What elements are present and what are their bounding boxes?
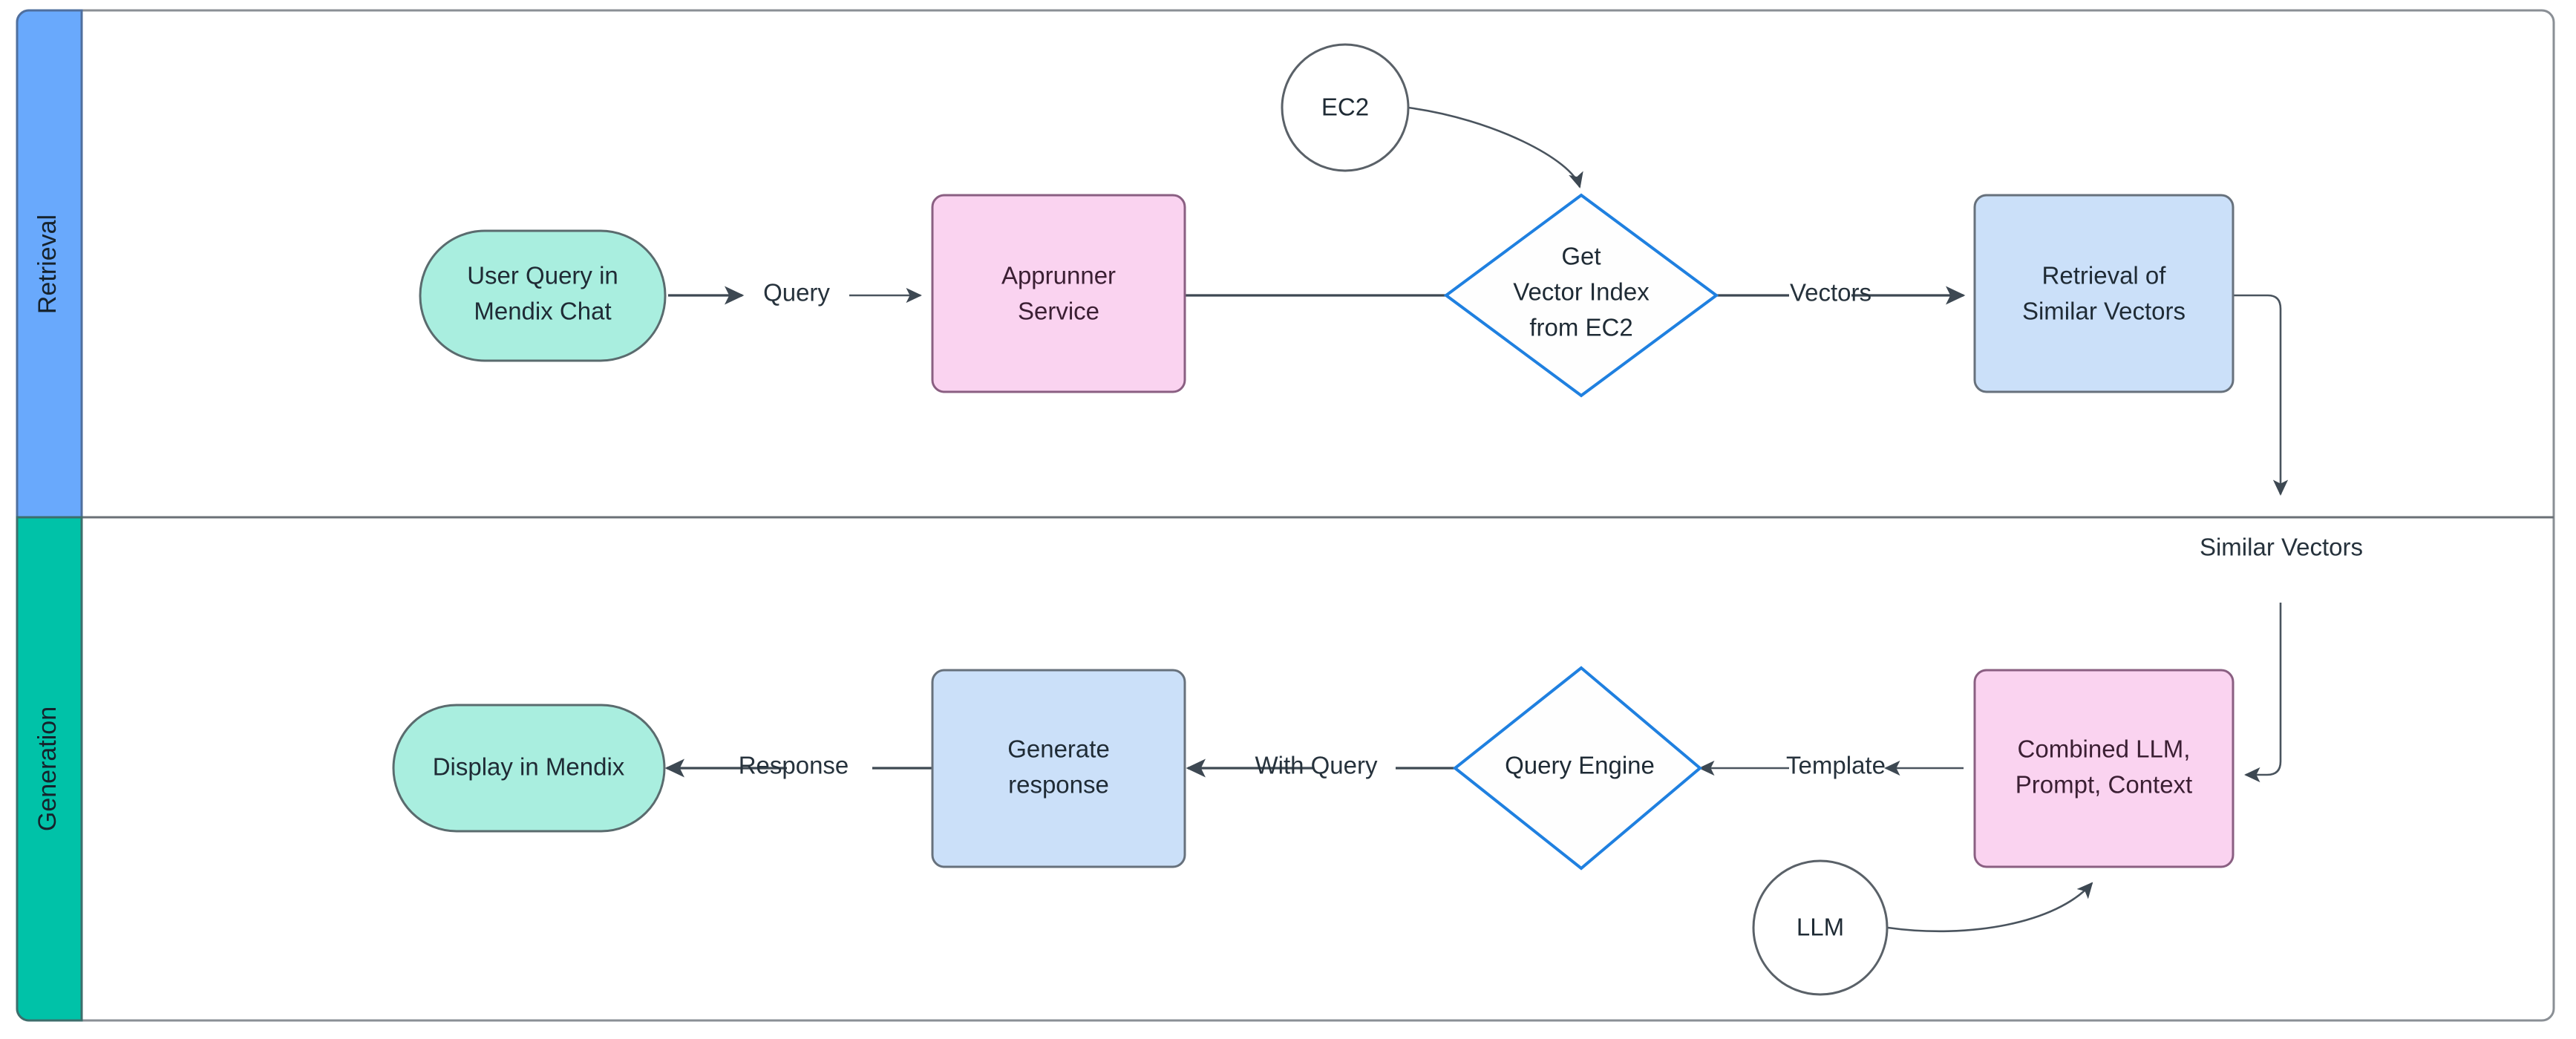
edge-label-with-query: With Query <box>1255 752 1378 779</box>
diagram-frame <box>16 9 2555 1022</box>
edge-label-response: Response <box>739 752 849 779</box>
edge-label-vectors: Vectors <box>1790 279 1871 307</box>
node-generate-response[interactable]: Generate response <box>931 669 1186 868</box>
node-combined-label-line2: Prompt, Context <box>2016 771 2192 799</box>
node-query-engine[interactable]: Query Engine <box>1452 666 1703 871</box>
node-combined-label-line1: Combined LLM, <box>2018 735 2191 763</box>
lane-header-retrieval: Retrieval <box>16 9 83 519</box>
node-get-vector-index[interactable]: Get Vector Index from EC2 <box>1443 193 1719 398</box>
node-llm-label: LLM <box>1797 914 1844 941</box>
node-apprunner-label-line1: Apprunner <box>1001 262 1116 289</box>
node-retrieval-label-line1: Retrieval of <box>2042 262 2167 289</box>
node-generate-label-line1: Generate <box>1007 735 1110 763</box>
edge-label-similar-vectors: Similar Vectors <box>2200 534 2363 561</box>
lane-label-retrieval: Retrieval <box>33 214 62 314</box>
lane-label-generation: Generation <box>33 707 62 831</box>
node-generate-label-line2: response <box>1008 771 1109 799</box>
node-llm[interactable]: LLM <box>1752 859 1889 996</box>
edge-ec2-to-get-vector-index <box>1408 106 1583 189</box>
node-get-vector-index-label-line3: from EC2 <box>1529 314 1632 341</box>
node-user-query-label-line2: Mendix Chat <box>474 298 611 325</box>
node-get-vector-index-label-line1: Get <box>1561 243 1601 270</box>
node-user-query[interactable]: User Query in Mendix Chat <box>419 229 667 362</box>
node-apprunner-label-line2: Service <box>1018 298 1099 325</box>
node-apprunner-service[interactable]: Apprunner Service <box>931 194 1186 393</box>
node-user-query-label-line1: User Query in <box>467 262 618 289</box>
node-retrieval-similar-vectors[interactable]: Retrieval of Similar Vectors <box>1973 194 2235 393</box>
edge-label-query: Query <box>763 279 830 307</box>
edge-retrieval-to-combined: Similar Vectors <box>2200 294 2363 783</box>
node-combined-llm-prompt-context[interactable]: Combined LLM, Prompt, Context <box>1973 669 2235 868</box>
edge-llm-to-combined <box>1887 882 2093 933</box>
node-display-in-mendix[interactable]: Display in Mendix <box>392 704 666 833</box>
node-display-label: Display in Mendix <box>433 753 625 781</box>
node-ec2[interactable]: EC2 <box>1281 43 1410 172</box>
node-query-engine-label: Query Engine <box>1505 752 1655 779</box>
edge-label-template: Template <box>1786 752 1886 779</box>
node-retrieval-label-line2: Similar Vectors <box>2022 298 2186 325</box>
lane-header-generation: Generation <box>16 516 83 1022</box>
node-get-vector-index-label-line2: Vector Index <box>1513 278 1650 306</box>
node-ec2-label: EC2 <box>1321 94 1369 121</box>
